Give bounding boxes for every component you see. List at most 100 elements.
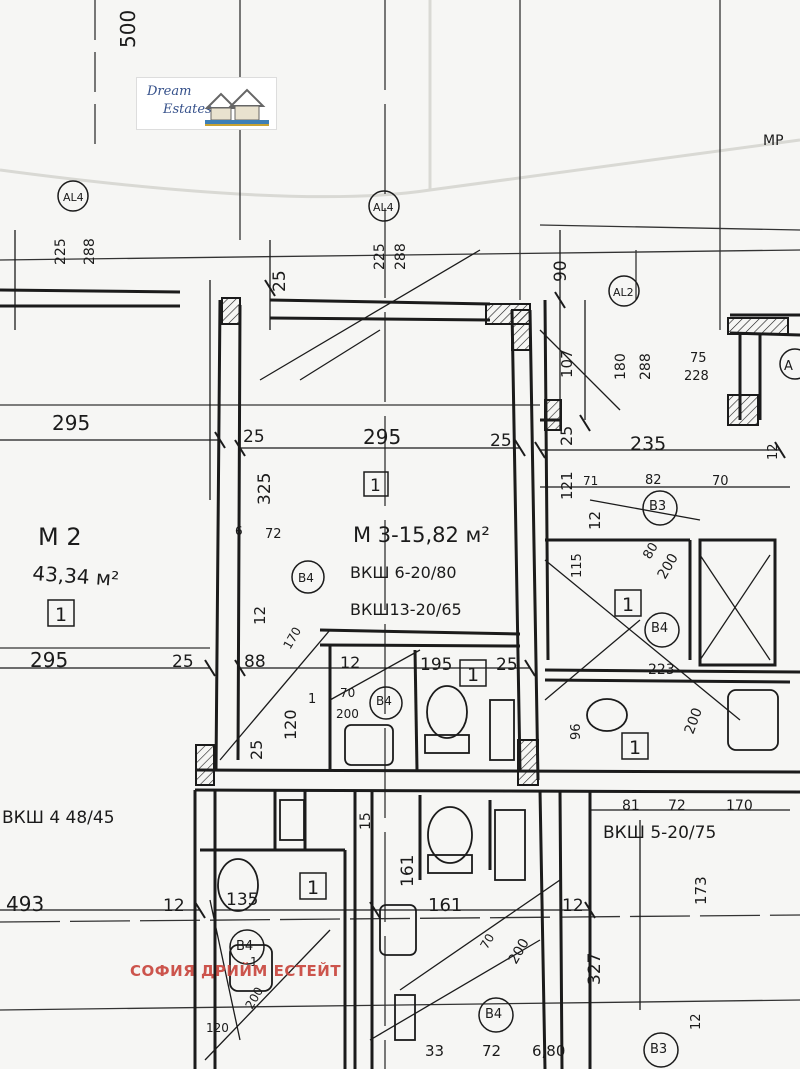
dim-223: 223 (648, 662, 675, 678)
dim-327: 327 (585, 953, 605, 985)
dim-200-c: 200 (682, 706, 706, 737)
dim-12-f: 12 (562, 896, 584, 916)
window-mark-1: B4 (298, 571, 314, 585)
window-mark-2: B3 (649, 499, 666, 514)
dim-228: 228 (684, 369, 709, 384)
dim-288-b: 288 (393, 243, 409, 270)
floor-tag-3: 1 (622, 594, 634, 616)
floor-tag-boxes (47, 471, 649, 900)
dim-6: 6 (235, 524, 243, 538)
dim-12-b: 12 (586, 511, 604, 530)
window-mark-5: B4 (236, 939, 253, 954)
dim-135: 135 (226, 890, 258, 910)
window-mark-4: B4 (376, 694, 392, 708)
dim-6-80: 6,80 (532, 1042, 565, 1060)
dim-25-g: 25 (247, 740, 266, 760)
axis-label-3: AL2 (613, 286, 634, 299)
dim-82: 82 (645, 473, 662, 488)
dim-295-c: 295 (30, 648, 68, 672)
floor-tag-8: 1 (250, 955, 258, 969)
dim-96: 96 (569, 723, 584, 740)
floor-tag-7: 1 (308, 692, 316, 707)
floor-tag-1: 1 (370, 476, 381, 496)
floor-tag-5: 1 (629, 737, 641, 759)
dim-288-c: 288 (638, 353, 654, 380)
axis-circles (57, 180, 800, 380)
dim-70-a: 70 (712, 474, 729, 489)
dim-121: 121 (558, 471, 576, 500)
dim-81: 81 (622, 798, 640, 814)
dim-500: 500 (116, 10, 140, 48)
dim-120: 120 (281, 709, 300, 740)
floor-tag-4: 1 (467, 664, 479, 686)
room-m2-label: М 2 (38, 523, 82, 551)
dim-mp: MP (763, 133, 784, 149)
dim-71: 71 (583, 474, 598, 488)
room-m3-spec-2: ВКШ13-20/65 (350, 600, 462, 619)
dim-12-c: 12 (251, 606, 269, 625)
dim-90: 90 (551, 260, 571, 282)
dim-15: 15 (358, 812, 374, 830)
dim-325: 325 (255, 473, 275, 505)
dim-295-b: 295 (363, 425, 401, 449)
room-m3-spec-1: ВКШ 6-20/80 (350, 563, 457, 582)
room-m3-label: М 3-15,82 м² (353, 523, 490, 547)
dim-180: 180 (613, 353, 629, 380)
dim-75: 75 (690, 351, 707, 366)
dim-225-a: 225 (53, 238, 69, 265)
window-mark-7: B3 (650, 1042, 667, 1057)
dim-25-c: 25 (490, 431, 512, 451)
dim-25-b: 25 (243, 427, 265, 447)
vksh5-label: ВКШ 5-20/75 (603, 823, 716, 843)
dim-33: 33 (425, 1042, 444, 1060)
dim-12-a: 12 (766, 443, 781, 460)
logo-line-2: Estates (163, 102, 212, 117)
axis-label-1: AL4 (63, 191, 84, 204)
floor-tag-2: 1 (55, 604, 67, 626)
diagonal-lines (204, 249, 771, 1061)
dim-107: 107 (558, 349, 576, 378)
text-labels: М 2 43,34 м² М 3-15,82 м² ВКШ 6-20/80 ВК… (2, 10, 793, 1060)
fixtures (217, 685, 779, 1041)
vksh4-label: ВКШ 4 48/45 (2, 808, 115, 828)
dream-estates-logo: Dream Estates (136, 77, 277, 130)
axis-label-4: A (784, 359, 793, 374)
dim-72-a: 72 (265, 527, 282, 542)
dim-25-d: 25 (557, 426, 576, 446)
dim-200-b: 200 (336, 707, 359, 721)
dim-25-a: 25 (270, 270, 290, 292)
watermark-text: СОФИЯ ДРИЙМ ЕСТЕЙТ (130, 962, 342, 980)
dim-12-e: 12 (163, 896, 185, 916)
room-m2-area: 43,34 м² (32, 561, 120, 591)
dim-25-e: 25 (172, 652, 194, 672)
dim-120-b: 120 (206, 1021, 229, 1035)
dim-12-d: 12 (340, 653, 360, 672)
dim-170: 170 (280, 625, 304, 652)
logo-line-1: Dream (147, 84, 192, 99)
paper-folds (0, 0, 800, 199)
window-mark-circles (229, 490, 680, 1068)
dimension-lines (0, 230, 790, 1041)
window-mark-6: B4 (485, 1007, 502, 1022)
dim-235: 235 (630, 433, 666, 455)
dim-288-a: 288 (82, 238, 98, 265)
dim-70-b: 70 (340, 686, 355, 700)
dim-195: 195 (420, 655, 452, 675)
dim-25-f: 25 (496, 655, 518, 675)
logo-houses-icon (204, 88, 269, 126)
dim-72-b: 72 (668, 798, 686, 814)
wall-hatching (195, 297, 789, 786)
dim-12-g: 12 (689, 1013, 704, 1030)
dim-200-a: 200 (655, 551, 682, 582)
dim-170-b: 170 (726, 798, 753, 814)
dim-200-d: 200 (506, 936, 533, 967)
dim-200-e: 200 (242, 985, 266, 1012)
window-mark-3: B4 (651, 621, 668, 636)
dim-70-c: 70 (477, 931, 497, 951)
dim-72-c: 72 (482, 1042, 501, 1060)
dim-493: 493 (6, 892, 44, 916)
dim-88: 88 (244, 652, 266, 672)
dimension-ticks (194, 279, 786, 919)
